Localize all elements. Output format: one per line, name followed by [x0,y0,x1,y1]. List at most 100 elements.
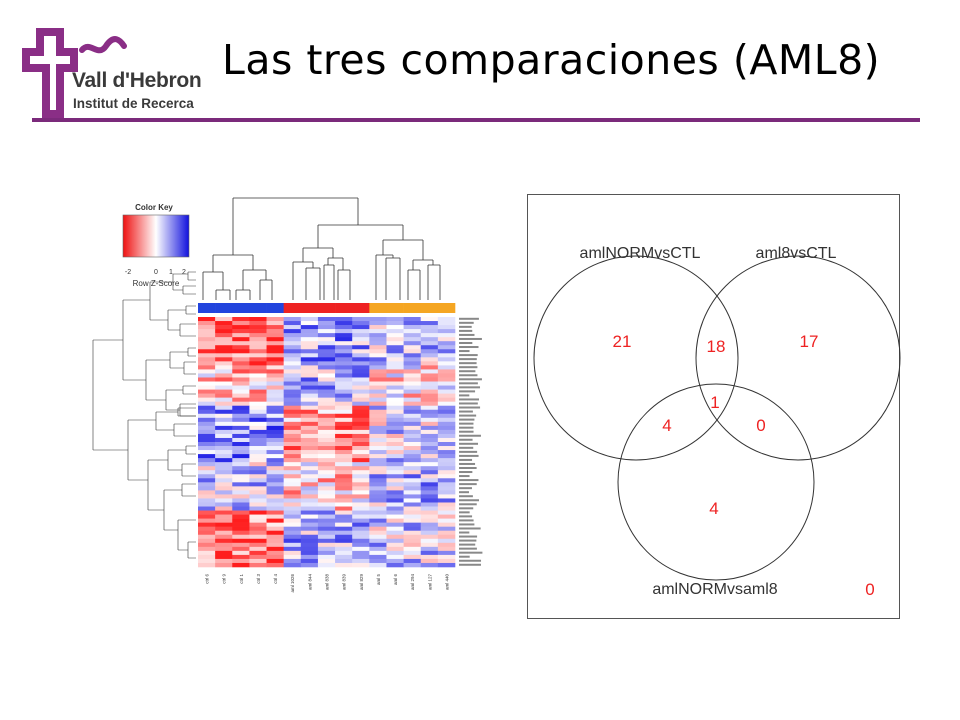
row-label-tick [459,471,473,474]
heatmap-cell [266,345,284,350]
heatmap-cell [386,482,404,487]
heatmap-cell [266,357,284,362]
heatmap-cell [266,385,284,390]
heatmap-cell [403,482,422,487]
heatmap-cell [215,502,233,507]
heatmap-cell [232,510,250,515]
heatmap-cell [437,554,456,560]
heatmap-cell [198,345,216,350]
venn-diagram-panel: amlNORMvsCTL aml8vsCTL amlNORMvsaml8 21 … [527,194,901,619]
heatmap-cell [369,442,387,447]
heatmap-cell [300,562,319,568]
heatmap-cell [215,381,233,386]
heatmap-cell [232,454,250,459]
heatmap-cell [437,454,456,459]
heatmap-cell [437,550,456,556]
heatmap-cell [335,421,353,427]
heatmap-cell [249,385,267,390]
heatmap-cell [198,514,216,519]
heatmap-cell [300,373,319,378]
heatmap-cell [335,486,353,491]
heatmap-cell [420,325,439,330]
heatmap-cell [215,510,233,515]
heatmap-cell [266,317,284,322]
heatmap-cell [352,413,370,419]
heatmap-cell [215,494,233,499]
heatmap-cell [386,393,404,398]
heatmap-cell [352,462,370,467]
heatmap-cell [215,389,233,394]
heatmap-cell [215,474,233,479]
heatmap-cell [403,462,422,467]
heatmap-cell [420,389,439,394]
heatmap-cell [437,373,456,378]
heatmap-cell [335,325,353,330]
heatmap-cell [437,494,456,499]
heatmap-cell [232,385,250,390]
heatmap-cell [420,446,439,451]
row-label-tick [459,398,480,401]
heatmap-cell [266,321,284,326]
heatmap-cell [369,486,387,491]
heatmap-cell [335,538,353,544]
heatmap-cell [317,474,336,479]
heatmap-cell [249,546,267,552]
heatmap-cell [300,494,319,499]
heatmap-cell [232,554,250,560]
heatmap-cell [249,325,267,330]
heatmap-cell [369,506,387,511]
heatmap-cell [232,393,250,398]
heatmap-cell [369,514,387,519]
heatmap-cell [420,554,439,560]
heatmap-cell [232,506,250,511]
row-label-tick [459,382,478,385]
heatmap-cell [266,494,284,499]
heatmap-cell [437,542,456,548]
heatmap-cell [369,417,387,423]
heatmap-cell [249,526,267,532]
heatmap-cell [437,329,456,334]
heatmap-cell [386,429,404,435]
heatmap-cell [283,341,302,346]
row-label-tick [459,438,473,441]
heatmap-cell [420,321,439,326]
heatmap-cell [198,393,216,398]
column-label: aml 844 [307,574,312,591]
heatmap-cell [386,526,404,532]
row-label-tick [459,341,473,344]
heatmap-cell [283,450,302,455]
heatmap-cell [198,425,216,431]
column-label: ctrl 9 [222,574,227,584]
heatmap-cell [317,498,336,503]
heatmap-cell [352,377,370,382]
heatmap-cell [420,518,439,523]
heatmap-cell [283,478,302,483]
heatmap-cell [232,397,250,402]
column-label: ctrl 6 [205,574,210,584]
row-label-tick [459,503,477,506]
heatmap-cell [215,554,233,560]
group-color-bar [198,303,456,313]
heatmap-cell [198,329,216,334]
heatmap-cell [437,417,456,423]
heatmap-cell [317,470,336,475]
heatmap-cell [437,361,456,366]
heatmap-cell [352,510,370,515]
heatmap-cell [352,409,370,415]
column-label: aml 1026 [290,574,295,593]
heatmap-cell [403,349,422,354]
heatmap-cell [266,333,284,338]
heatmap-cell [369,502,387,507]
heatmap-cell [283,470,302,475]
row-label-tick [459,499,479,502]
heatmap-cell [403,474,422,479]
heatmap-cell [369,433,387,439]
heatmap-cell [369,550,387,556]
heatmap-cell [283,389,302,394]
heatmap-cell [266,397,284,402]
heatmap-cell [352,442,370,447]
heatmap-cell [369,349,387,354]
heatmap-cell [249,429,267,435]
heatmap-cell [317,381,336,386]
heatmap-cell [215,413,233,419]
